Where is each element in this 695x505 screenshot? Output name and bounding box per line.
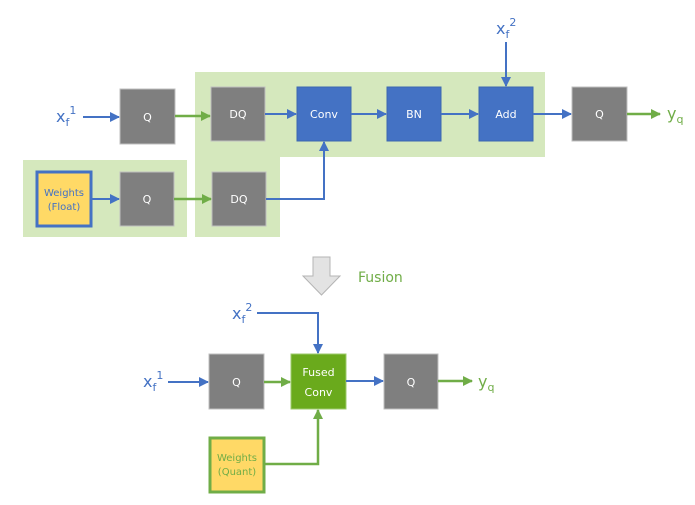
- svg-text:Conv: Conv: [310, 108, 338, 121]
- fused-q-output-block[interactable]: Q: [383, 353, 439, 410]
- svg-text:Fused: Fused: [302, 366, 334, 379]
- svg-text:Add: Add: [495, 108, 516, 121]
- bn-block[interactable]: BN: [386, 86, 442, 142]
- svg-text:DQ: DQ: [230, 193, 247, 206]
- fused-q-input-block[interactable]: Q: [208, 353, 265, 410]
- arrow-dqw-to-conv: [266, 141, 329, 200]
- svg-text:Conv: Conv: [305, 386, 333, 399]
- fused-input-x2-label: xf2: [232, 301, 252, 326]
- input-x1-label: xf1: [56, 104, 76, 129]
- svg-text:(Float): (Float): [48, 202, 81, 213]
- svg-text:Weights: Weights: [44, 188, 84, 199]
- fused-arrow-weights-to-conv: [265, 409, 323, 466]
- svg-text:(Quant): (Quant): [218, 467, 256, 478]
- svg-text:Q: Q: [232, 376, 241, 389]
- output-yq-label: yq: [667, 104, 683, 126]
- weights-float-block[interactable]: Weights (Float): [35, 170, 93, 228]
- svg-text:Q: Q: [595, 108, 604, 121]
- svg-text:Q: Q: [407, 376, 416, 389]
- fused-input-x1-label: xf1: [143, 369, 163, 394]
- weights-quant-block[interactable]: Weights (Quant): [208, 436, 266, 494]
- dq-weights-block[interactable]: DQ: [211, 171, 267, 227]
- fused-conv-block[interactable]: Fused Conv: [290, 353, 347, 410]
- q-weights-block[interactable]: Q: [119, 171, 175, 227]
- svg-text:BN: BN: [406, 108, 422, 121]
- input-x2-label: xf2: [496, 16, 516, 41]
- svg-text:Weights: Weights: [217, 453, 257, 464]
- svg-text:Q: Q: [143, 111, 152, 124]
- conv-block[interactable]: Conv: [296, 86, 352, 142]
- svg-text:Q: Q: [143, 193, 152, 206]
- dq-input-block[interactable]: DQ: [210, 86, 266, 142]
- fusion-label: Fusion: [358, 270, 403, 286]
- fused-arrow-x2-to-conv: [257, 312, 323, 354]
- add-block[interactable]: Add: [478, 86, 534, 142]
- q-input-block[interactable]: Q: [119, 88, 176, 145]
- svg-text:DQ: DQ: [229, 108, 246, 121]
- fusion-down-arrow-icon: [301, 256, 342, 296]
- fused-output-yq-label: yq: [478, 372, 494, 394]
- q-output-block[interactable]: Q: [571, 86, 628, 142]
